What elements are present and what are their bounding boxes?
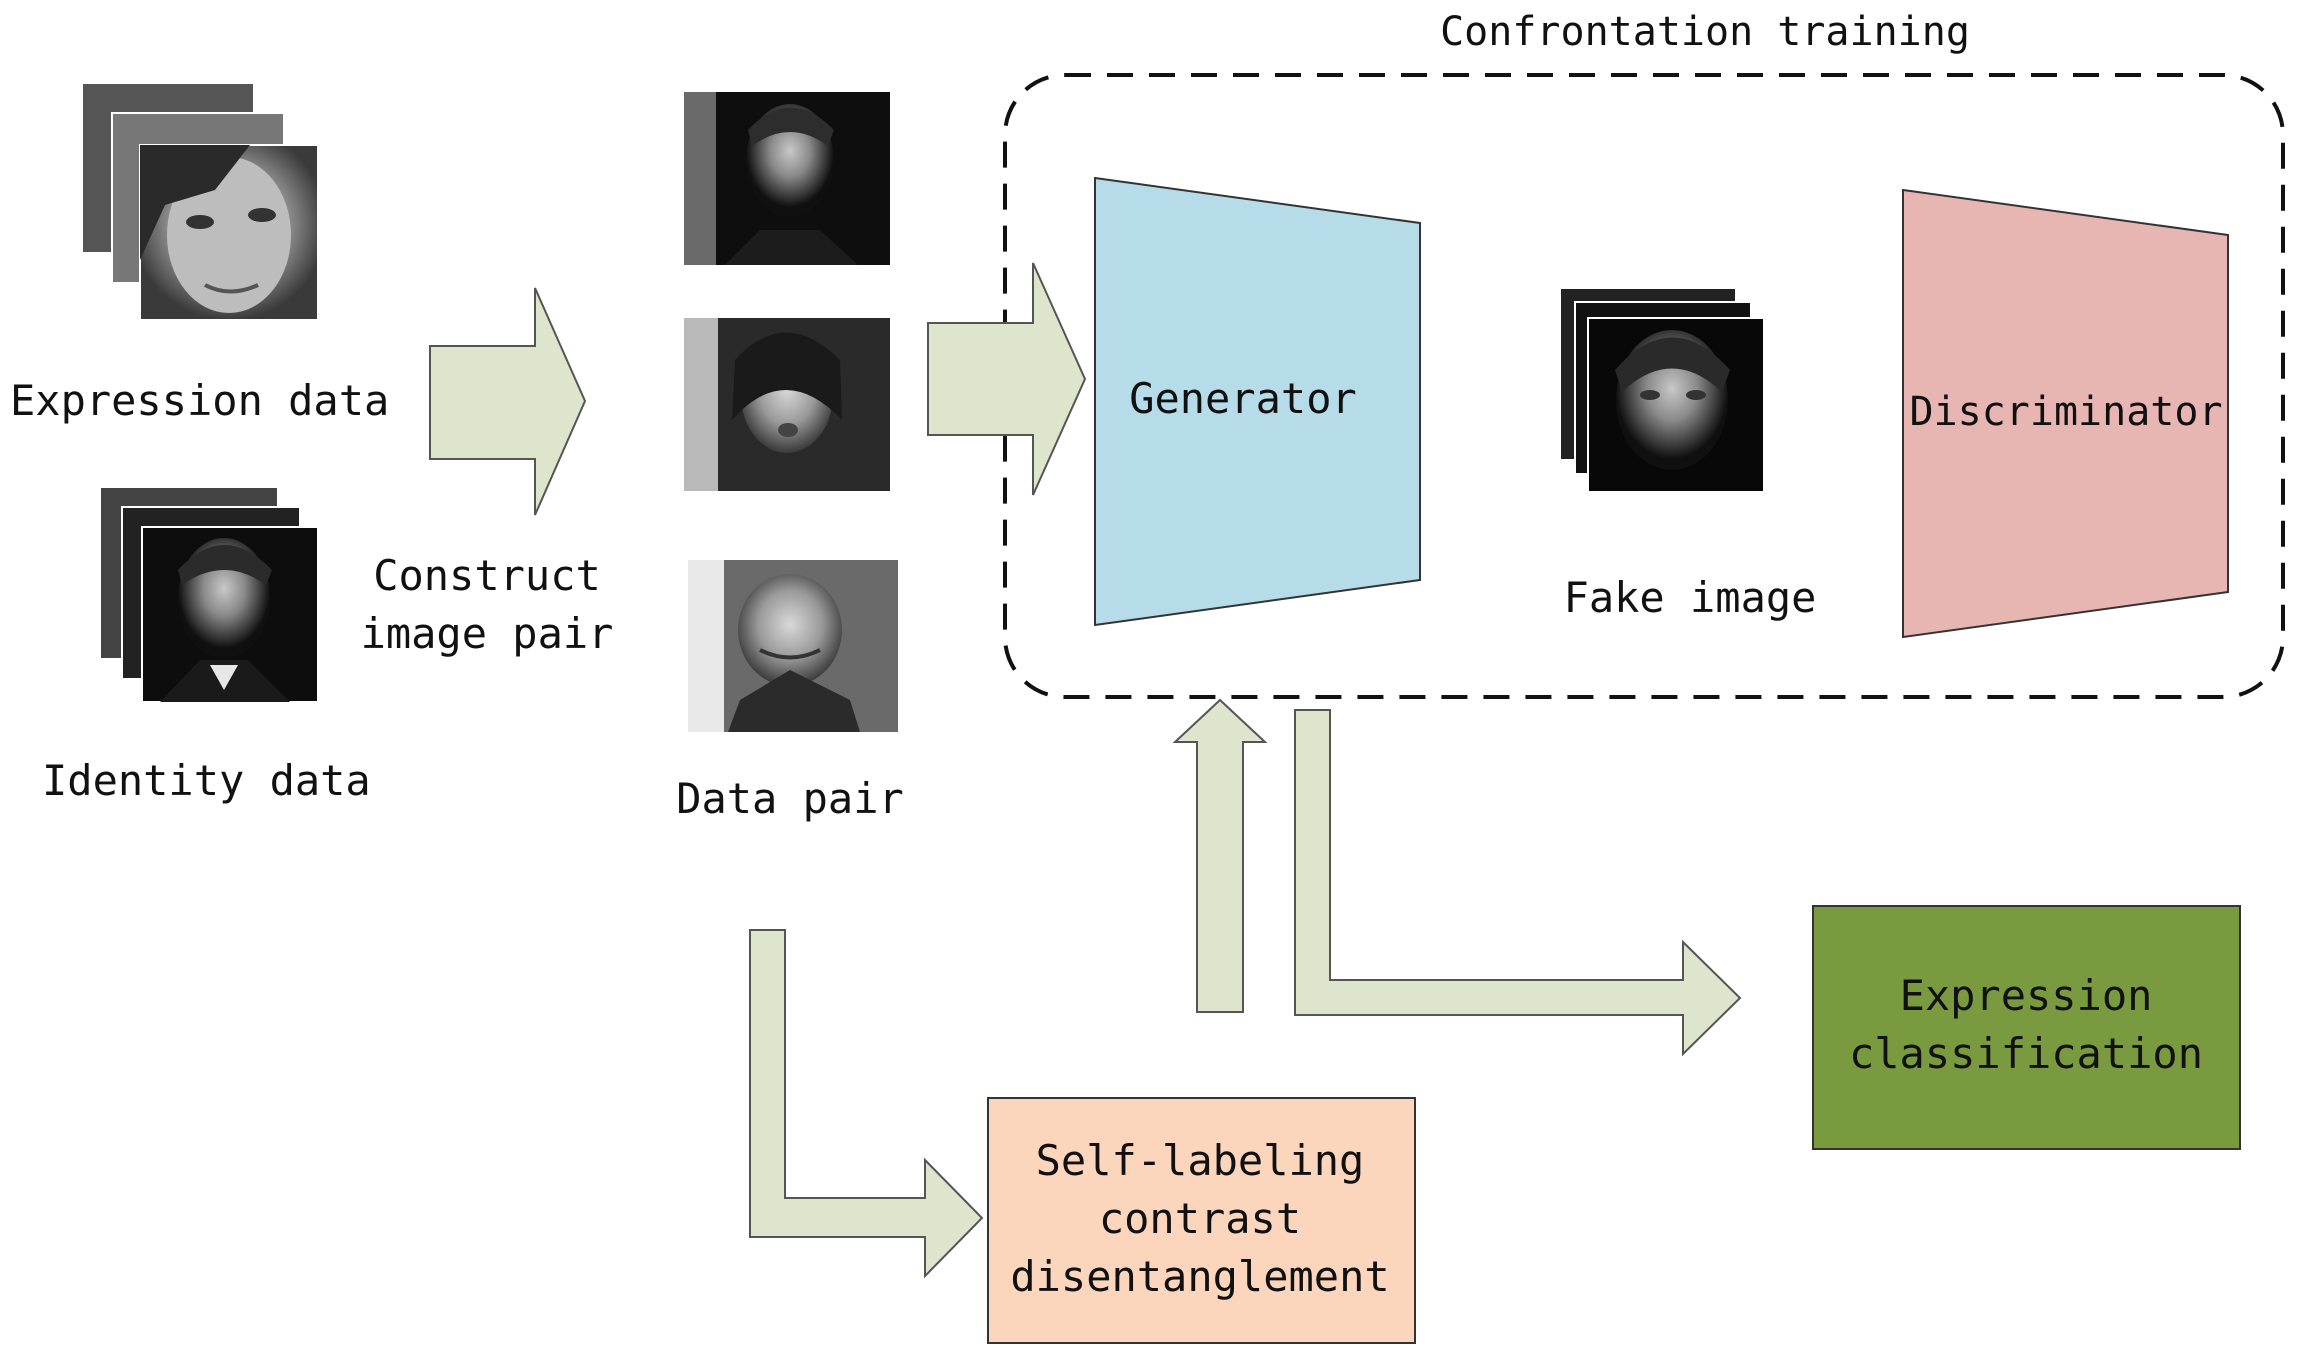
confrontation-training-label: Confrontation training — [1440, 9, 1970, 55]
expression-data-label: Expression data — [10, 376, 389, 425]
generator-input-arrow — [927, 262, 1087, 496]
fake-image-faces — [1559, 287, 1765, 493]
up-arrow — [1172, 698, 1268, 1013]
generator-label: Generator — [1129, 374, 1357, 423]
expression-classification-line2: classification — [1849, 1029, 2203, 1078]
self-labeling-arrow — [749, 929, 984, 1279]
construct-label-line1: Construct — [373, 551, 601, 600]
discriminator-block — [1902, 188, 2229, 639]
construct-arrow — [429, 287, 587, 516]
classification-arrow — [1294, 709, 1742, 1057]
construct-label-line2: image pair — [361, 609, 614, 658]
expression-classification-line1: Expression — [1900, 971, 2153, 1020]
expression-classification-box — [1812, 905, 2241, 1150]
expression-data-faces — [81, 82, 319, 321]
self-labeling-line3: disentanglement — [1010, 1252, 1389, 1301]
generator-block — [1094, 176, 1421, 627]
data-pair-faces — [684, 92, 898, 732]
discriminator-label: Discriminator — [1909, 389, 2222, 435]
identity-data-faces — [99, 486, 319, 703]
self-labeling-line1: Self-labeling — [1036, 1136, 1365, 1185]
self-labeling-line2: contrast — [1099, 1194, 1301, 1243]
self-labeling-box — [987, 1097, 1416, 1344]
fake-image-label: Fake image — [1564, 573, 1817, 622]
identity-data-label: Identity data — [42, 756, 371, 805]
data-pair-label: Data pair — [676, 774, 904, 823]
